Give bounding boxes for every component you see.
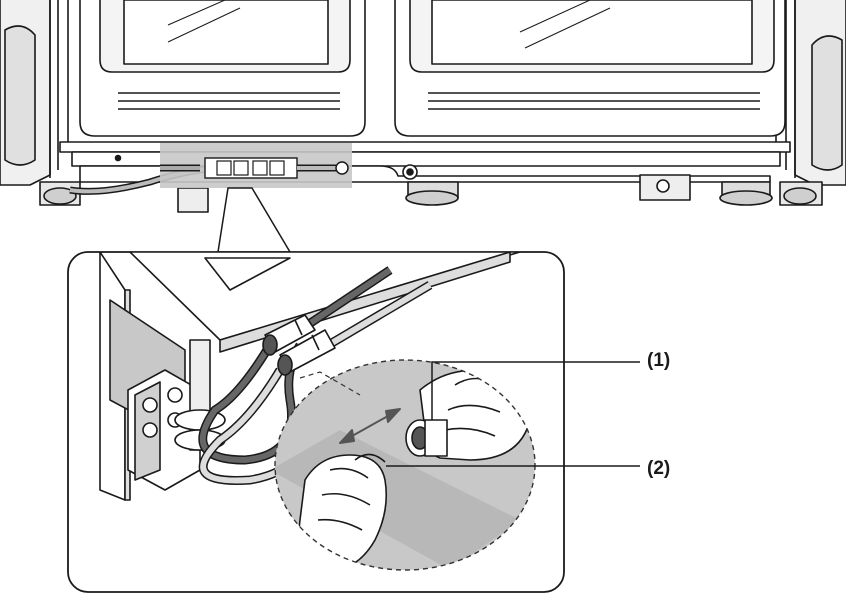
connector-highlight	[160, 143, 352, 188]
zoom-inset	[68, 252, 640, 592]
callout-label-2: (2)	[647, 459, 670, 478]
zoom-leader-lines	[218, 188, 290, 252]
callout-label-1: (1)	[647, 351, 670, 370]
collet-ring	[406, 420, 447, 456]
refrigerator-illustration	[0, 0, 846, 212]
